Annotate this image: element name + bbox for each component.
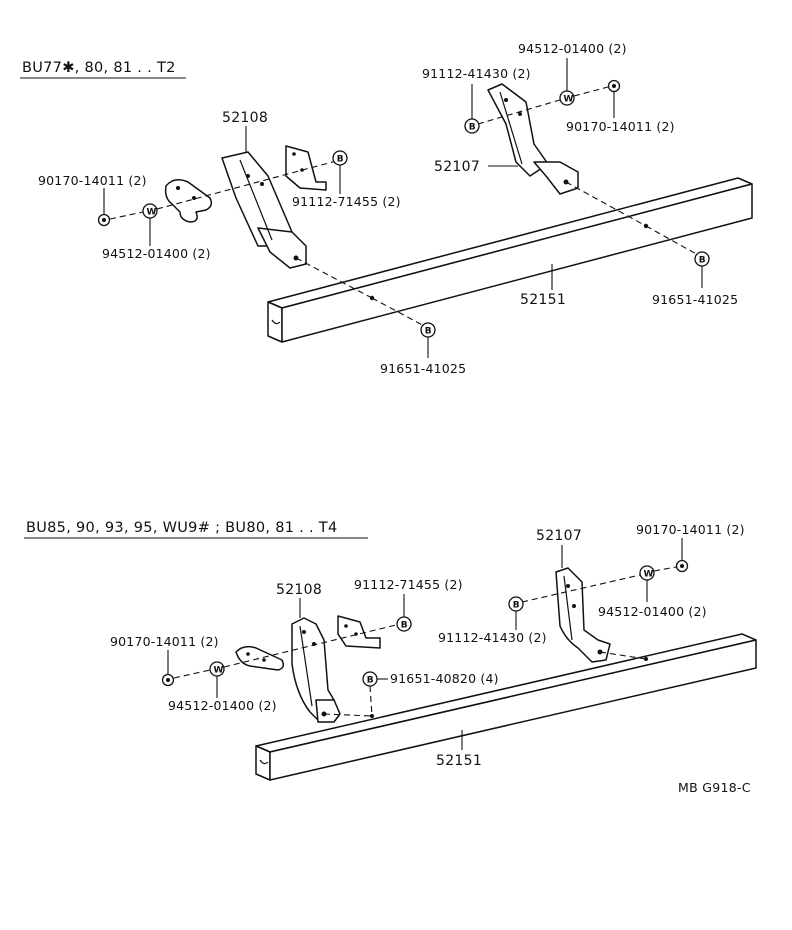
rail-52151-bottom <box>255 633 757 781</box>
svg-text:B: B <box>513 601 520 611</box>
top-section: BU77✱, 80, 81 . . T2 52151 52108 <box>20 41 753 376</box>
hook-hole <box>262 658 266 662</box>
bracket-52108-foot <box>257 227 307 269</box>
hook-hole <box>192 196 196 200</box>
top-header: BU77✱, 80, 81 . . T2 <box>22 60 176 76</box>
label-52108-bottom: 52108 <box>276 582 322 598</box>
label-91112-41430-bottom: 91112-41430 (2) <box>438 630 547 645</box>
bracket-52107-top <box>487 83 579 195</box>
plate-hole <box>292 152 296 156</box>
svg-text:B: B <box>425 327 432 337</box>
label-91112-71455-top: 91112-71455 (2) <box>292 194 401 209</box>
rail-side-face <box>281 183 753 343</box>
bracket-52107-foot <box>533 161 579 195</box>
nut-90170-top-right <box>607 79 621 93</box>
label-91651-41025-right: 91651-41025 <box>652 292 738 307</box>
plate-hole <box>344 624 348 628</box>
bracket-hole <box>518 112 522 116</box>
plate-bracket-top <box>285 145 327 191</box>
bracket-hole <box>504 98 508 102</box>
label-52151-top: 52151 <box>520 292 566 308</box>
label-52108-top: 52108 <box>222 110 268 126</box>
svg-text:B: B <box>469 123 476 133</box>
label-91651-41025-bottom: 91651-41025 <box>380 361 466 376</box>
bolt-91651-41025-top-bottom: B <box>420 322 436 338</box>
bracket-52108-bottom <box>291 617 341 723</box>
svg-text:W: W <box>147 208 157 218</box>
label-94512-01400-bottom-right: 94512-01400 (2) <box>598 604 707 619</box>
svg-text:W: W <box>644 570 654 580</box>
washer-94512-bottom-right: W <box>639 565 655 581</box>
rail-side-face <box>269 639 757 781</box>
bracket-52107-body <box>555 567 611 663</box>
bolt-91651-40820-bottom: B <box>362 671 378 687</box>
bracket-crease <box>299 625 313 707</box>
svg-text:B: B <box>337 155 344 165</box>
bracket-crease <box>239 159 273 241</box>
bracket-crease <box>499 91 523 165</box>
bracket-hole <box>566 584 570 588</box>
svg-text:B: B <box>367 676 374 686</box>
label-94512-01400-top-left: 94512-01400 (2) <box>102 246 211 261</box>
bracket-hole <box>302 630 306 634</box>
rail-top-face <box>255 633 757 753</box>
bottom-header: BU85, 90, 93, 95, WU9# ; BU80, 81 . . T4 <box>26 520 337 536</box>
label-90170-14011-top-right: 90170-14011 (2) <box>566 119 675 134</box>
svg-text:W: W <box>564 95 574 105</box>
bolt-91651-41025-top-right: B <box>694 251 710 267</box>
washer-94512-top-left: W <box>142 203 158 219</box>
bracket-hole <box>246 174 250 178</box>
label-91651-40820: 91651-40820 (4) <box>390 671 499 686</box>
rail-channel-lip <box>271 319 281 325</box>
bolt-91112-71455-top: B <box>332 150 348 166</box>
bracket-52108-foot <box>315 699 341 723</box>
bolt-91112-41430-bottom: B <box>508 596 524 612</box>
rail-52151-top <box>267 177 753 343</box>
label-52107-bottom: 52107 <box>536 528 582 544</box>
nut-90170-bottom-right <box>675 559 689 573</box>
svg-text:B: B <box>401 621 408 631</box>
hook-hole <box>176 186 180 190</box>
label-91112-41430-top: 91112-41430 (2) <box>422 66 531 81</box>
label-90170-14011-top-left: 90170-14011 (2) <box>38 173 147 188</box>
bracket-hole <box>260 182 264 186</box>
label-52107-top: 52107 <box>434 159 480 175</box>
label-52151-bottom: 52151 <box>436 753 482 769</box>
label-94512-01400-bottom-left: 94512-01400 (2) <box>168 698 277 713</box>
reference-code: MB G918-C <box>678 780 751 795</box>
label-91112-71455-bottom: 91112-71455 (2) <box>354 577 463 592</box>
rail-hole <box>644 657 648 661</box>
washer-94512-bottom-left: W <box>209 661 225 677</box>
hook-plate-bottom <box>235 645 285 671</box>
rail-channel-lip <box>259 759 269 765</box>
label-90170-14011-bottom-left: 90170-14011 (2) <box>110 634 219 649</box>
washer-94512-top-right: W <box>559 90 575 106</box>
label-94512-01400-top-right: 94512-01400 (2) <box>518 41 627 56</box>
label-90170-14011-bottom-right: 90170-14011 (2) <box>636 522 745 537</box>
bolt-91112-71455-bottom: B <box>396 616 412 632</box>
bolt-91112-41430-top: B <box>464 118 480 134</box>
bracket-hole <box>572 604 576 608</box>
nut-90170-bottom-left <box>161 673 175 687</box>
svg-text:W: W <box>214 666 224 676</box>
bracket-52108-top <box>221 151 307 269</box>
plate-bracket-bottom <box>337 615 381 649</box>
bracket-crease <box>563 575 573 641</box>
hook-hole <box>246 652 250 656</box>
svg-text:B: B <box>699 256 706 266</box>
bottom-section: BU85, 90, 93, 95, WU9# ; BU80, 81 . . T4… <box>24 520 757 781</box>
nut-90170-top-left <box>97 213 111 227</box>
